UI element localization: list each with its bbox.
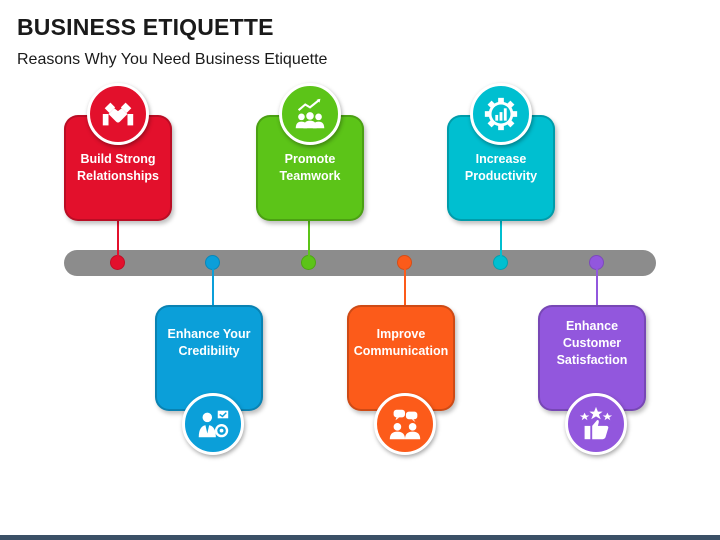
step-label-6: Enhance Customer Satisfaction [556,318,628,367]
page-title: BUSINESS ETIQUETTE [17,14,274,40]
connector-2 [212,269,214,305]
step-label-4: Improve Communication [353,327,449,358]
timeline-dot-5 [493,255,508,270]
page-subtitle: Reasons Why You Need Business Etiquette [17,51,328,68]
step-icon-circle-6 [565,393,627,455]
step-label-3: Promote Teamwork [279,152,341,183]
step-icon-circle-3 [279,83,341,145]
step-icon-circle-1 [87,83,149,145]
connector-5 [500,219,502,256]
step-label-2: Enhance Your Credibility [167,327,251,358]
footer-bar [0,535,720,540]
step-card-5: Increase Productivity [447,115,555,221]
step-label-1: Build Strong Relationships [77,152,159,183]
step-icon-circle-5 [470,83,532,145]
connector-4 [404,269,406,305]
conversation-icon [389,409,421,440]
timeline-dot-2 [205,255,220,270]
professional-target-icon [198,410,229,438]
timeline-dot-1 [110,255,125,270]
timeline-dot-3 [301,255,316,270]
timeline-dot-6 [589,255,604,270]
timeline-dot-4 [397,255,412,270]
handshake-icon [102,102,134,126]
step-label-5: Increase Productivity [464,152,538,183]
team-growth-icon [295,98,325,129]
connector-3 [308,219,310,256]
timeline-bar [64,250,656,276]
connector-1 [117,219,119,256]
thumbs-up-stars-icon [579,406,613,440]
step-icon-circle-2 [182,393,244,455]
step-card-2: Enhance Your Credibility [155,305,263,411]
gear-chart-icon [484,97,518,131]
connector-6 [596,269,598,305]
step-icon-circle-4 [374,393,436,455]
